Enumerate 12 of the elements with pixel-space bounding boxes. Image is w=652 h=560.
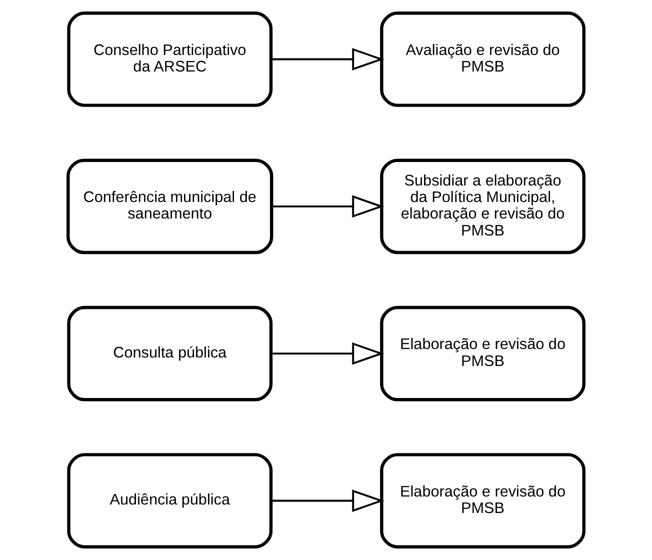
node-box: Audiência pública xyxy=(67,453,273,548)
node-box: Elaboração e revisão do PMSB xyxy=(380,453,586,548)
node-box: Elaboração e revisão do PMSB xyxy=(380,306,586,402)
arrow xyxy=(272,195,384,218)
arrow xyxy=(271,342,384,365)
node-box: Subsidiar a elaboração da Política Municipal, elaboração e revisão do PMSB xyxy=(380,158,586,254)
node-box: Conferência municipal de saneamento xyxy=(66,158,274,254)
node-box: Avaliação e revisão do PMSB xyxy=(380,12,586,107)
arrow xyxy=(271,48,384,70)
node-box: Consulta pública xyxy=(67,306,273,402)
node-box: Conselho Participativo da ARSEC xyxy=(67,12,273,107)
arrow xyxy=(271,490,384,512)
